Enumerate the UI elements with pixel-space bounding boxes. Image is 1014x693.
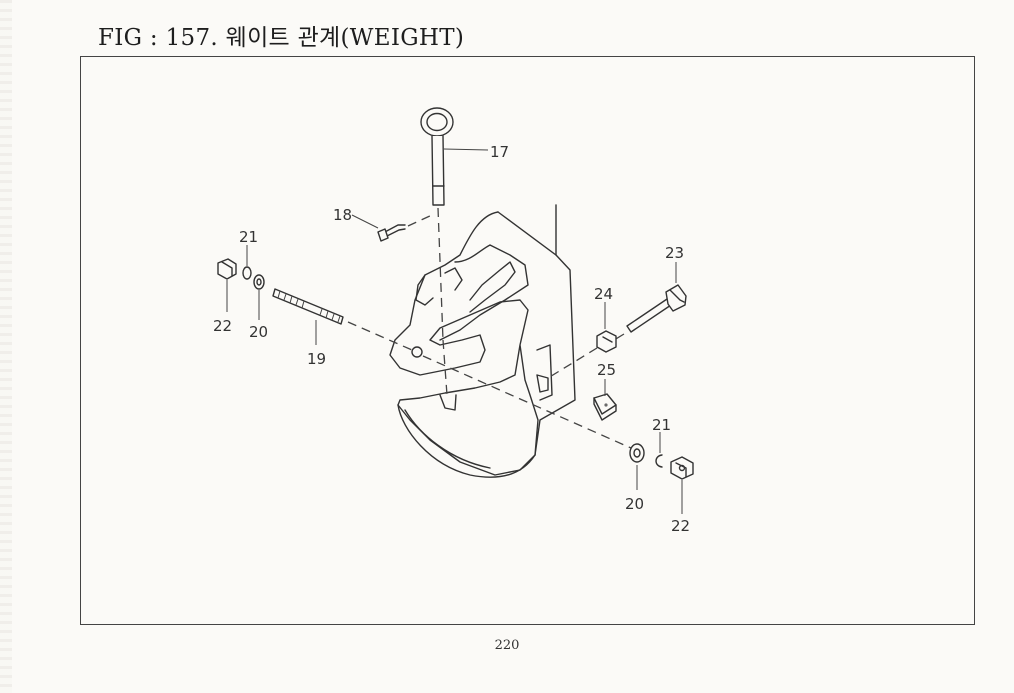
label-17: 17 — [490, 143, 509, 161]
left-hardware — [217, 258, 265, 290]
page-number: 220 — [494, 638, 520, 653]
label-22-left: 22 — [213, 317, 232, 335]
label-21-left: 21 — [239, 228, 258, 246]
plate — [593, 393, 617, 421]
label-18: 18 — [333, 206, 352, 224]
hole — [411, 346, 423, 358]
label-21-right: 21 — [652, 416, 671, 434]
leader-lines — [226, 148, 683, 514]
label-24: 24 — [594, 285, 613, 303]
binder-edge — [0, 0, 12, 693]
pin — [377, 214, 433, 242]
figure-title: FIG : 157. 웨이트 관계(WEIGHT) — [98, 25, 465, 51]
right-hardware — [629, 443, 694, 480]
stud-bolt — [272, 288, 641, 453]
label-19: 19 — [307, 350, 326, 368]
label-22-right: 22 — [671, 517, 690, 535]
label-20-left: 20 — [249, 323, 268, 341]
label-23: 23 — [665, 244, 684, 262]
square-nut — [547, 330, 617, 379]
weight-body — [389, 204, 576, 478]
eye-rod — [420, 107, 454, 396]
label-20-right: 20 — [625, 495, 644, 513]
hex-bolt — [603, 284, 687, 347]
figure-frame — [80, 56, 975, 625]
label-25: 25 — [597, 361, 616, 379]
part-labels: 17 18 21 22 20 19 23 24 25 21 20 22 — [213, 143, 690, 535]
